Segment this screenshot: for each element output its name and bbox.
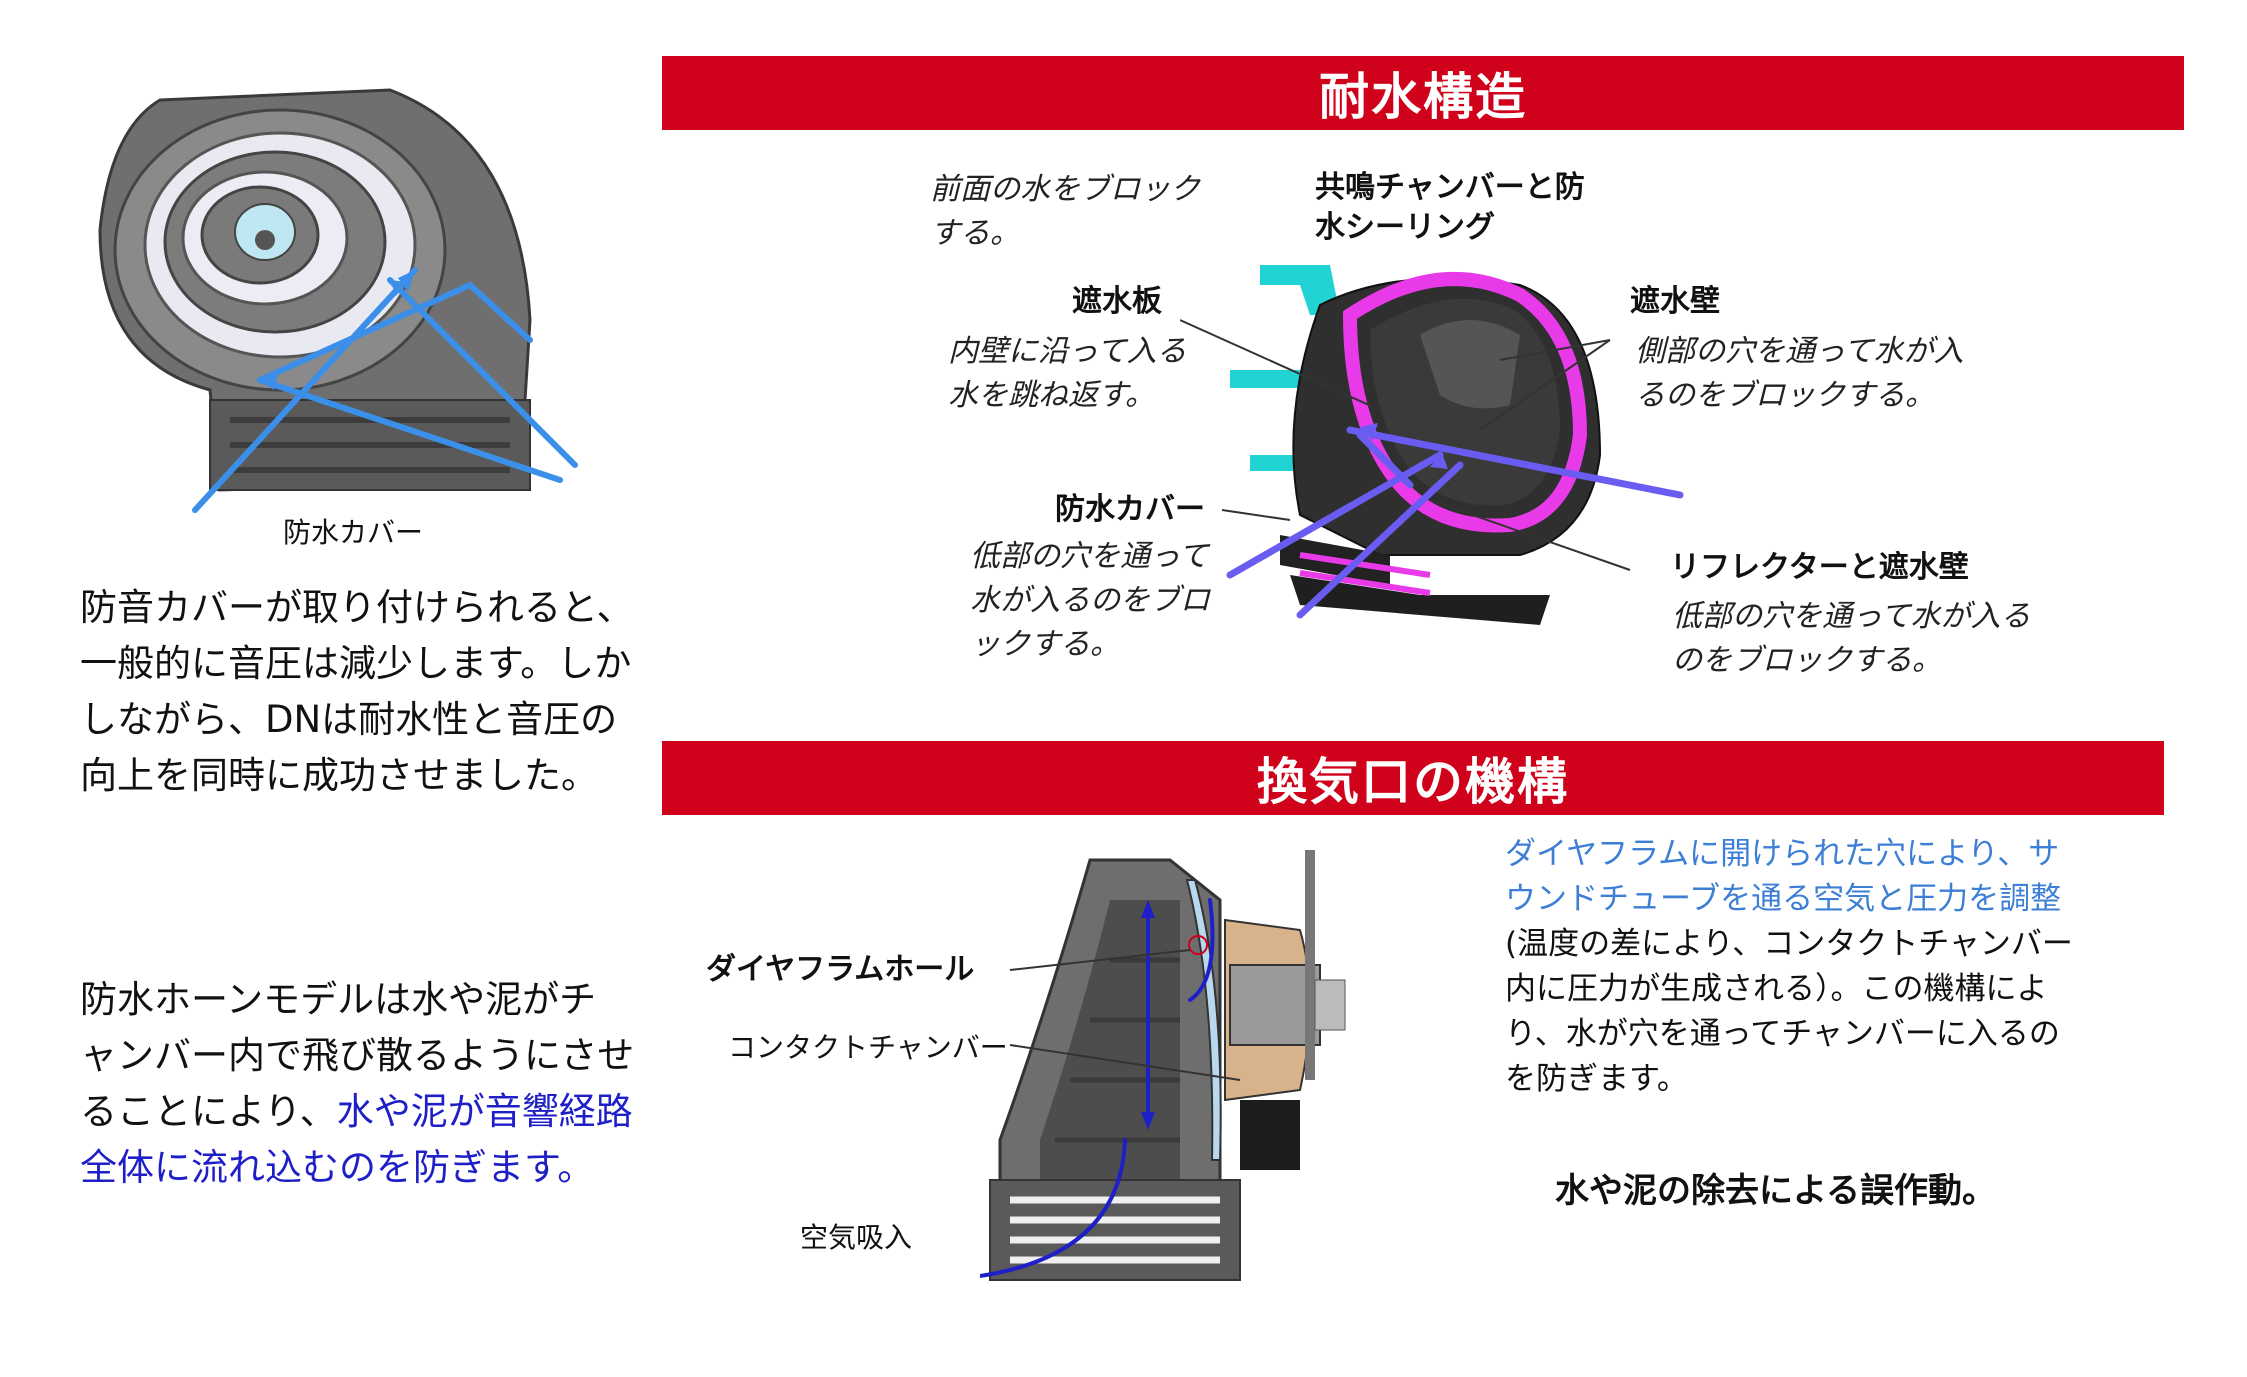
waterproof-cover-label: 防水カバー xyxy=(1055,492,1205,527)
vent-conclusion: 水や泥の除去による誤作動。 xyxy=(1555,1171,1996,1211)
waterproof-cover-note: 低部の穴を通って 水が入るのをブロ ックする。 xyxy=(970,535,1210,667)
reflector-wall-label: リフレクターと遮水壁 xyxy=(1670,550,1969,585)
waterproof-leader-lines xyxy=(1180,319,1631,571)
water-wall-note: 側部の穴を通って水が入 るのをブロックする。 xyxy=(1635,330,1964,418)
left-paragraph-2-line-3: ることにより、水や泥が音響経路 xyxy=(80,1084,640,1140)
air-intake-label: 空気吸入 xyxy=(800,1221,913,1254)
left-paragraph-2-line: ャンバー内で飛び散るようにさせ xyxy=(80,1034,635,1077)
left-paragraph-1: 防音カバーが取り付けられると、 一般的に音圧は減少します。しか しながら、DNは… xyxy=(80,580,640,804)
diaphragm-hole-label: ダイヤフラムホール xyxy=(706,952,975,987)
spiral-horn-illustration xyxy=(98,88,578,513)
left-paragraph-1-line: 一般的に音圧は減少します。しか xyxy=(80,642,632,685)
waterproof-cover-note-line: 水が入るのをブロ xyxy=(970,583,1210,618)
left-paragraph-2-line: ることにより、 xyxy=(80,1090,337,1133)
water-wall-note-line: るのをブロックする。 xyxy=(1635,378,1935,413)
left-paragraph-1-line: 向上を同時に成功させました。 xyxy=(80,754,598,797)
reflector-wall-note-line: のをブロックする。 xyxy=(1672,643,1942,678)
waterproof-structure-banner: 耐水構造 xyxy=(662,56,2184,130)
front-water-note: 前面の水をブロック する。 xyxy=(930,168,1200,256)
reflector-wall-note-line: 低部の穴を通って水が入る xyxy=(1672,599,2031,634)
left-paragraph-1-line: 防音カバーが取り付けられると、 xyxy=(80,586,634,629)
vent-mechanism-title: 換気口の機構 xyxy=(1257,753,1569,811)
vent-mechanism-banner: 換気口の機構 xyxy=(662,741,2164,815)
waterproof-cover-note-line: ックする。 xyxy=(970,627,1120,662)
water-plate-label: 遮水板 xyxy=(1072,284,1162,319)
chamber-sealing-label-line: 水シーリング xyxy=(1315,210,1495,245)
left-cover-label: 防水カバー xyxy=(283,516,424,549)
front-water-note-line: 前面の水をブロック xyxy=(930,172,1200,207)
left-paragraph-2-highlight-line: 全体に流れ込むのを防ぎます。 xyxy=(80,1146,595,1189)
waterproof-structure-title: 耐水構造 xyxy=(1319,68,1527,126)
waterproof-cover-note-line: 低部の穴を通って xyxy=(970,539,1209,574)
left-paragraph-2: 防水ホーンモデルは水や泥がチ ャンバー内で飛び散るようにさせ ることにより、水や… xyxy=(80,972,640,1196)
water-plate-note-line: 内壁に沿って入る xyxy=(948,334,1187,369)
water-plate-note: 内壁に沿って入る 水を跳ね返す。 xyxy=(948,330,1187,418)
vent-description-highlight-line: ウンドチューブを通る空気と圧力を調整 xyxy=(1505,881,2062,917)
water-plate-note-line: 水を跳ね返す。 xyxy=(948,378,1155,413)
waterproof-horn-illustration xyxy=(1226,265,1684,625)
front-water-note-line: する。 xyxy=(930,216,1020,251)
vent-description-line: 内に圧力が生成される）。この機構によ xyxy=(1505,971,2048,1007)
vent-leader-lines xyxy=(1009,949,1241,1081)
water-wall-label: 遮水壁 xyxy=(1630,284,1720,319)
reflector-wall-note: 低部の穴を通って水が入る のをブロックする。 xyxy=(1672,595,2031,683)
left-paragraph-2-line: 防水ホーンモデルは水や泥がチ xyxy=(80,978,597,1021)
chamber-sealing-label-line: 共鳴チャンバーと防 xyxy=(1315,170,1585,205)
left-paragraph-2-highlight: 水や泥が音響経路 xyxy=(336,1090,633,1133)
vent-description-highlight-line: ダイヤフラムに開けられた穴により、サ xyxy=(1505,836,2060,872)
contact-chamber-label: コンタクトチャンバー xyxy=(728,1031,1008,1064)
chamber-sealing-label: 共鳴チャンバーと防 水シーリング xyxy=(1315,168,1585,248)
water-wall-note-line: 側部の穴を通って水が入 xyxy=(1635,334,1964,369)
vent-description-line: (温度の差により、コンタクトチャンバー xyxy=(1505,926,2073,962)
vent-description-line: り、水が穴を通ってチャンバーに入るの xyxy=(1505,1016,2060,1052)
vent-description-line: を防ぎます。 xyxy=(1505,1061,1688,1097)
left-paragraph-1-line: しながら、DNは耐水性と音圧の xyxy=(80,698,618,741)
vent-description: ダイヤフラムに開けられた穴により、サ ウンドチューブを通る空気と圧力を調整 (温… xyxy=(1505,832,2145,1102)
